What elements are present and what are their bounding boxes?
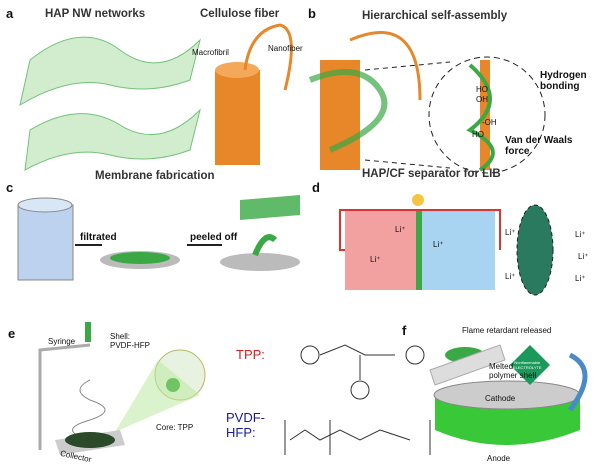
li-ion: Li⁺	[395, 225, 406, 234]
panel-label-b: b	[308, 6, 316, 21]
oh-label: -OH	[482, 118, 497, 127]
li-ion: Li⁺	[575, 274, 586, 283]
li-ion: Li⁺	[505, 272, 516, 281]
core-label: Core: TPP	[156, 423, 194, 432]
anode-label: Anode	[487, 454, 511, 463]
cellulose-fiber	[215, 23, 293, 165]
hap-nw-mesh	[19, 36, 201, 171]
title-self-assembly: Hierarchical self-assembly	[362, 10, 508, 22]
electrospinning-setup	[38, 322, 206, 455]
nonflammable-electrolyte-label: Nonflammable ELECTROLYTE	[513, 360, 542, 370]
title-hap-nw: HAP NW networks	[45, 8, 146, 20]
filtrated-label: filtrated	[80, 232, 117, 243]
title-membrane: Membrane fabrication	[95, 170, 215, 182]
panel-label-c: c	[6, 180, 14, 195]
panel-label-a: a	[6, 6, 14, 21]
li-ion: Li⁺	[578, 252, 589, 261]
pvdf-hfp-label: PVDF- HFP:	[226, 410, 265, 440]
shell-label: Shell: PVDF-HFP	[110, 332, 150, 350]
nonflammable-diamond	[510, 345, 550, 385]
li-ion: Li⁺	[433, 240, 444, 249]
battery-diagram	[339, 194, 554, 296]
hydrogen-bonding-label: Hydrogen bonding	[540, 70, 587, 92]
li-ion: Li⁺	[575, 230, 586, 239]
self-assembly-fiber	[308, 31, 546, 174]
tpp-label: TPP:	[236, 347, 265, 362]
oh-label: OH	[476, 95, 488, 104]
syringe-label: Syringe	[48, 337, 76, 346]
melted-shell-label: Melted polymer shell	[489, 362, 537, 380]
title-cellulose: Cellulose fiber	[200, 8, 280, 20]
tpp-structure	[300, 344, 425, 400]
flame-retardant-label: Flame retardant released	[462, 326, 552, 335]
panel-label-d: d	[312, 180, 320, 195]
li-ion: Li⁺	[505, 228, 516, 237]
battery-cell	[429, 344, 588, 445]
oh-label: HO	[472, 130, 484, 139]
panel-label-e: e	[8, 326, 16, 341]
pvdf-hfp-structure	[284, 420, 431, 455]
filtration-diagram	[17, 195, 300, 281]
macrofibril-label: Macrofibril	[192, 48, 229, 57]
van-der-waals-label: Van der Waals force	[505, 135, 573, 157]
peeled-off-label: peeled off	[190, 232, 238, 243]
cathode-label: Cathode	[485, 394, 516, 403]
oh-label: HO	[476, 85, 488, 94]
li-ion: Li⁺	[370, 255, 381, 264]
panel-label-f: f	[402, 323, 407, 338]
nanofiber-label: Nanofiber	[268, 44, 303, 53]
title-separator: HAP/CF separator for LIB	[362, 168, 501, 180]
